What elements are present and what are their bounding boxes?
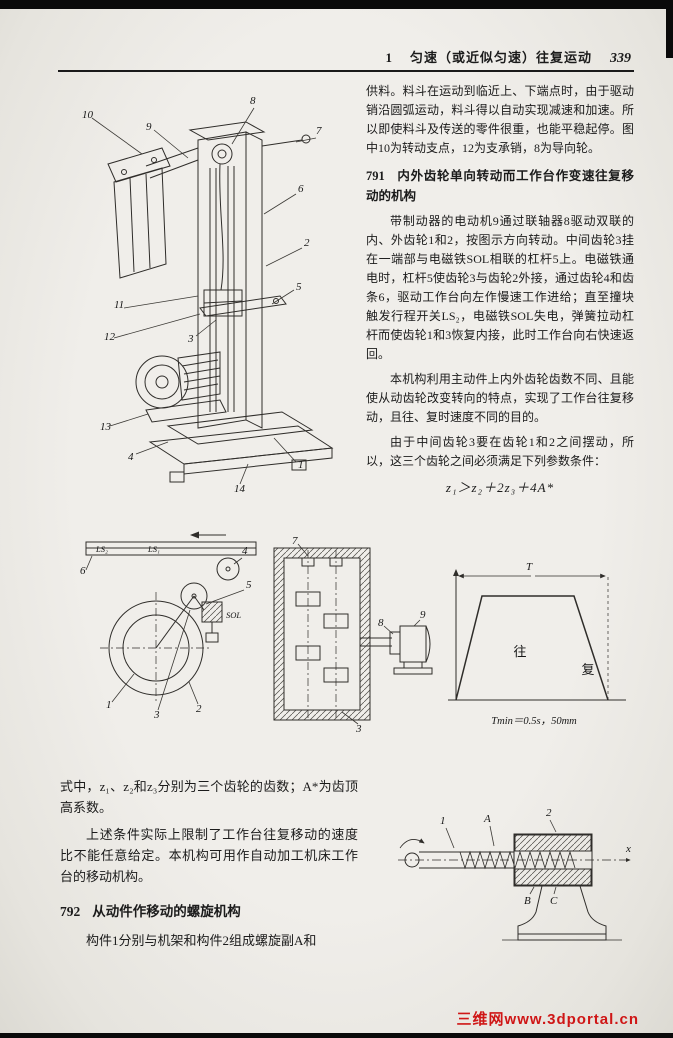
gear-labels: LS₂ LS₁ SOL 6 4 5 1 3 2 <box>80 544 252 721</box>
figure-motion-diagram: T 往 复 Tmin＝0.5s，50mm <box>448 561 626 727</box>
callout-1: 1 <box>298 459 304 471</box>
chapter-title: 匀速（或近似匀速）往复运动 <box>409 50 592 65</box>
figure-machine-isometric: 10 9 8 7 6 2 5 3 11 12 13 4 1 14 <box>82 95 334 495</box>
diagram-caption: Tmin＝0.5s，50mm <box>491 716 577 727</box>
return-stroke-label: 复 <box>581 662 594 677</box>
section-791-number: 791 <box>366 169 385 183</box>
callout-8: 8 <box>378 617 384 629</box>
callout-3: 3 <box>187 333 194 345</box>
figure-gear-schematic: LS₂ LS₁ SOL 6 4 5 1 3 2 <box>80 531 257 721</box>
motion-axes <box>448 569 626 701</box>
callout-C: C <box>550 895 558 907</box>
callout-B: B <box>524 895 531 907</box>
callout-1: 1 <box>106 699 112 711</box>
screw-labels: 1 A 2 B C x <box>440 807 631 907</box>
header-rule <box>58 70 634 72</box>
callout-5: 5 <box>246 579 252 591</box>
scan-artifact-bottom-bar <box>0 1033 673 1038</box>
callout-8: 8 <box>250 95 256 107</box>
machine-drawing <box>107 121 334 483</box>
callout-4: 4 <box>242 545 248 557</box>
callout-6: 6 <box>80 565 86 577</box>
paragraph-screw-mechanism-intro: 构件1分别与机架和构件2组成螺旋副A和 <box>86 933 317 948</box>
callout-7: 7 <box>316 125 322 137</box>
motion-labels: T 往 复 Tmin＝0.5s，50mm <box>491 561 594 727</box>
gear-leader-lines <box>85 555 245 711</box>
forward-stroke-label: 往 <box>513 644 526 659</box>
paragraph-application-note: 上述条件实际上限制了工作台往复移动的速度比不能任意给定。本机构可用作自动加工机床… <box>60 827 358 884</box>
callout-14: 14 <box>234 483 246 495</box>
callout-3: 3 <box>355 723 362 735</box>
section-leader-lines <box>297 543 421 725</box>
callout-7: 7 <box>292 535 298 547</box>
callout-2: 2 <box>304 237 310 249</box>
limit-switch-1-label: LS₁ <box>147 544 160 554</box>
machine-leader-lines <box>91 107 317 485</box>
callout-5: 5 <box>296 281 302 293</box>
axis-x-label: x <box>625 843 631 855</box>
section-792-heading: 792 从动件作移动的螺旋机构 <box>60 901 358 922</box>
section-792-title: 从动件作移动的螺旋机构 <box>92 904 241 919</box>
right-text-column: 供料。料斗在运动到临近上、下端点时，由于驱动销沿圆弧运动，料斗得以自动实现减速和… <box>366 82 634 496</box>
callout-3: 3 <box>153 709 160 721</box>
callout-2: 2 <box>196 703 202 715</box>
lower-left-text-column: 式中，z₁、z₂和z₃分别为三个齿轮的齿数；A*为齿顶高系数。 上述条件实际上限… <box>60 776 358 957</box>
callout-11: 11 <box>114 299 124 311</box>
section-callouts: 7 8 9 3 <box>292 535 426 735</box>
callout-10: 10 <box>82 109 94 121</box>
paragraph-formula-explanation: 式中，z₁、z₂和z₃分别为三个齿轮的齿数；A*为齿顶高系数。 <box>60 779 358 815</box>
scan-artifact-top-bar <box>0 0 673 9</box>
machine-callouts: 10 9 8 7 6 2 5 3 11 12 13 4 1 14 <box>82 95 322 495</box>
figure-gearbox-section: 7 8 9 3 <box>273 535 433 735</box>
chapter-number: 1 <box>385 50 392 65</box>
section-drawing <box>273 547 433 721</box>
screw-leader-lines <box>445 819 557 895</box>
page-number: 339 <box>610 51 631 66</box>
callout-4: 4 <box>128 451 134 463</box>
screw-drawing <box>398 833 631 941</box>
period-label: T <box>526 561 533 573</box>
callout-9: 9 <box>420 609 426 621</box>
paragraph-feed-continuation: 供料。料斗在运动到临近上、下端点时，由于驱动销沿圆弧运动，料斗得以自动实现减速和… <box>366 84 634 155</box>
callout-6: 6 <box>298 183 304 195</box>
section-791-title: 内外齿轮单向转动而工作台作变速往复移动的机构 <box>366 169 634 203</box>
callout-12: 12 <box>104 331 116 343</box>
callout-2: 2 <box>546 807 552 819</box>
section-792-number: 792 <box>60 904 81 919</box>
page-header: 1 匀速（或近似匀速）往复运动 339 <box>300 47 631 67</box>
callout-13: 13 <box>100 421 112 433</box>
gear-inequality-formula: z₁＞z₂＋2z₃＋4A* <box>445 480 555 495</box>
scan-artifact-right-bar <box>666 0 673 58</box>
paragraph-gear-condition: 由于中间齿轮3要在齿轮1和2之间摆动，所以，这三个齿轮之间必须满足下列参数条件： <box>366 435 634 468</box>
gear-drawing <box>85 531 257 704</box>
callout-9: 9 <box>146 121 152 133</box>
paragraph-mechanism-description: 带制动器的电动机9通过联轴器8驱动双联的内、外齿轮1和2，按图示方向转动。中间齿… <box>366 214 634 361</box>
watermark-text: 三维网www.3dportal.cn <box>456 1011 639 1028</box>
callout-A: A <box>483 813 491 825</box>
limit-switch-2-label: LS₂ <box>95 544 108 554</box>
solenoid-label: SOL <box>226 610 241 620</box>
paragraph-mechanism-feature: 本机构利用主动件上内外齿轮齿数不同、且能使从动齿轮改变转向的特点，实现了工作台往… <box>366 372 634 424</box>
callout-1: 1 <box>440 815 446 827</box>
figure-screw-mechanism: 1 A 2 B C x <box>398 807 631 941</box>
